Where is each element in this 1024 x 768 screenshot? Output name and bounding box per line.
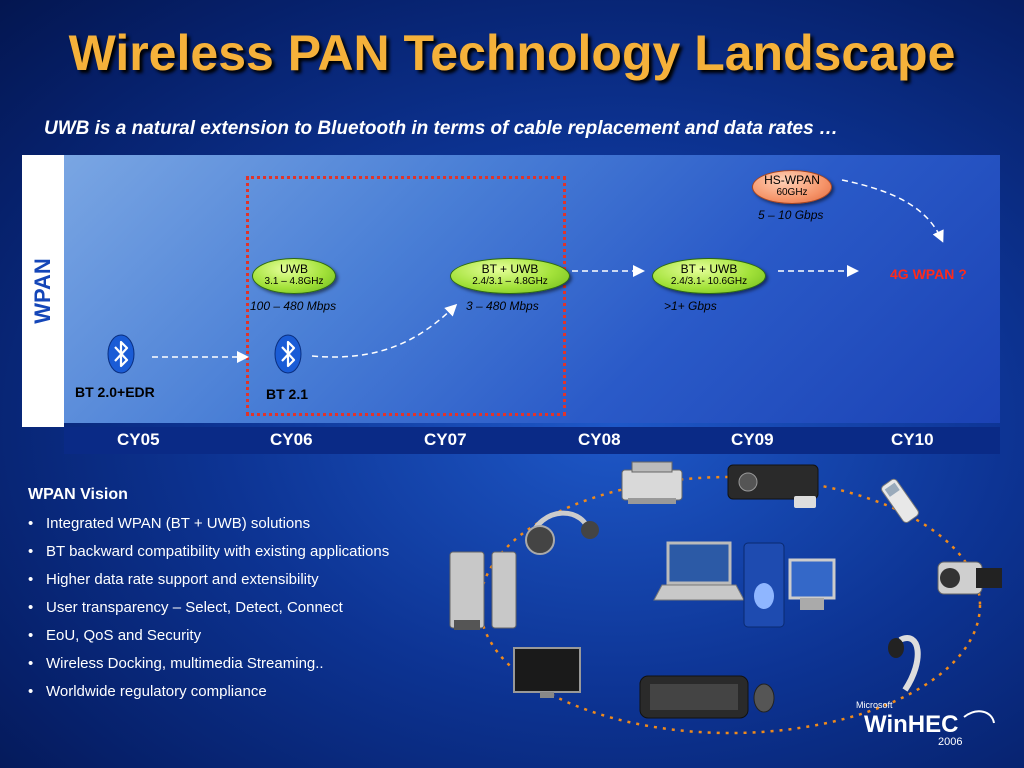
year-cy08: CY08 — [578, 430, 621, 449]
arrow-bt21-btuwb — [311, 303, 458, 358]
node-uwb-freq: 3.1 – 4.8GHz — [264, 276, 324, 287]
vision-list: Integrated WPAN (BT + UWB) solutions BT … — [28, 512, 389, 708]
keyboard-icon — [639, 675, 749, 719]
node-bt-uwb-1-freq: 2.4/3.1 – 4.8GHz — [472, 276, 548, 287]
printer-icon — [621, 461, 683, 504]
node-bt-uwb-2-freq: 2.4/3.1- 10.6GHz — [670, 276, 748, 287]
bt21-label: BT 2.1 — [266, 386, 309, 402]
bluetooth-icon — [274, 334, 302, 374]
year-bar — [64, 427, 1000, 454]
logo-brand: Microsoft — [856, 700, 893, 710]
phone-icon — [881, 478, 919, 523]
node-bt-uwb-1-rate: 3 – 480 Mbps — [466, 299, 539, 313]
node-bt-uwb-2-label: BT + UWB — [680, 262, 738, 276]
arrow-hswpan-4g — [841, 179, 944, 243]
list-item: EoU, QoS and Security — [28, 624, 389, 652]
node-bt-uwb-1-label: BT + UWB — [481, 262, 539, 276]
year-cy05: CY05 — [117, 430, 160, 449]
slide-title: Wireless PAN Technology Landscape — [68, 25, 956, 81]
node-hs-wpan-rate: 5 – 10 Gbps — [758, 208, 824, 222]
node-4g-wpan: 4G WPAN ? — [890, 266, 967, 282]
wpan-side-label: WPAN — [22, 155, 64, 427]
headset-icon — [525, 510, 599, 555]
mouse-icon — [753, 683, 775, 713]
highlight-box — [246, 176, 566, 416]
year-cy09: CY09 — [731, 430, 774, 449]
node-bt-uwb-1: BT + UWB 2.4/3.1 – 4.8GHz — [450, 258, 570, 294]
list-item: Higher data rate support and extensibili… — [28, 568, 389, 596]
node-bt-uwb-2: BT + UWB 2.4/3.1- 10.6GHz — [652, 258, 766, 294]
node-bt-uwb-2-rate: >1+ Gbps — [664, 299, 717, 313]
list-item: User transparency – Select, Detect, Conn… — [28, 596, 389, 624]
camcorder-icon — [937, 561, 1002, 595]
vision-title: WPAN Vision — [28, 486, 128, 503]
bluetooth-icon — [107, 334, 135, 374]
winhec-logo: Microsoft WinHEC 2006 — [856, 700, 995, 747]
desktop-pc-icon — [743, 542, 836, 628]
device-ring — [478, 475, 982, 735]
tv-icon — [513, 647, 581, 698]
node-uwb-label: UWB — [280, 262, 308, 276]
node-uwb: UWB 3.1 – 4.8GHz — [252, 258, 336, 294]
speakers-icon — [449, 551, 517, 630]
logo-name: WinHEC — [864, 711, 958, 738]
logo-year: 2006 — [938, 736, 962, 747]
laptop-icon — [653, 541, 745, 601]
node-hs-wpan: HS-WPAN 60GHz — [752, 170, 832, 204]
list-item: BT backward compatibility with existing … — [28, 540, 389, 568]
year-cy10: CY10 — [891, 430, 934, 449]
node-hs-wpan-freq: 60GHz — [776, 187, 808, 198]
list-item: Integrated WPAN (BT + UWB) solutions — [28, 512, 389, 540]
list-item: Wireless Docking, multimedia Streaming.. — [28, 652, 389, 680]
node-uwb-rate: 100 – 480 Mbps — [250, 299, 337, 313]
slide-subtitle: UWB is a natural extension to Bluetooth … — [44, 118, 838, 139]
list-item: Worldwide regulatory compliance — [28, 680, 389, 708]
bt20-label: BT 2.0+EDR — [75, 384, 155, 400]
node-hs-wpan-label: HS-WPAN — [764, 173, 820, 187]
year-cy07: CY07 — [424, 430, 467, 449]
projector-icon — [727, 464, 819, 508]
year-cy06: CY06 — [270, 430, 313, 449]
earpiece-icon — [888, 635, 921, 692]
